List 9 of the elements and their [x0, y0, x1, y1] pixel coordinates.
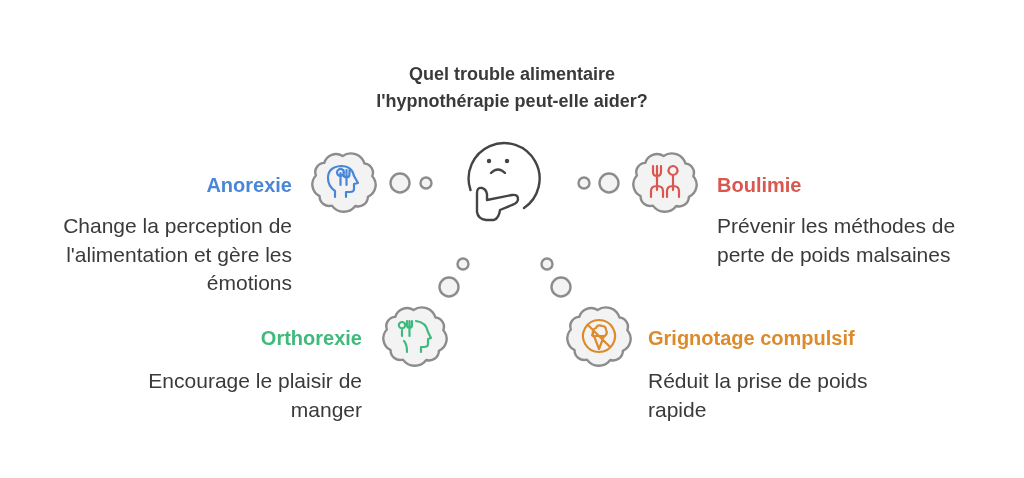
title: Quel trouble alimentaire l'hypnothérapie peut-elle aider?: [375, 63, 649, 113]
description: Encourage le plaisir de manger: [147, 368, 362, 423]
description: Réduit la prise de poids rapide: [648, 368, 869, 423]
description: Prévenir les méthodes de perte de poids malsaines: [717, 213, 957, 268]
description: Change la perception de l'alimentation et gère les émotions: [62, 213, 292, 296]
heading: Anorexie: [205, 173, 292, 197]
heading: Boulimie: [717, 173, 803, 197]
heading: Orthorexie: [259, 326, 362, 350]
heading: Grignotage compulsif: [648, 326, 856, 350]
